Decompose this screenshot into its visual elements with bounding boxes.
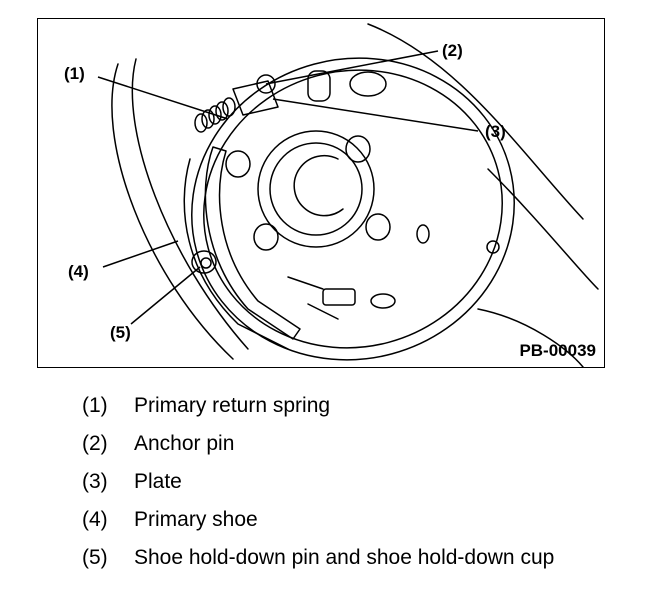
outer-arc-left: [111, 63, 234, 360]
backing-plate-inner: [203, 69, 503, 349]
backing-plate: [191, 57, 515, 361]
legend-number: (4): [82, 508, 108, 531]
legend-text: Plate: [134, 470, 182, 493]
outer-arc-right-3: [477, 308, 584, 367]
legend-item: (3) Plate: [82, 470, 554, 508]
anchor-pin: [256, 74, 276, 94]
adjuster-link: [287, 276, 339, 320]
anchor-plate: [232, 80, 279, 116]
legend-item: (1) Primary return spring: [82, 394, 554, 432]
slot-lower: [370, 293, 396, 309]
leader-line-4: [102, 240, 179, 268]
primary-shoe-lining: [183, 158, 289, 350]
legend-number: (3): [82, 470, 108, 493]
callout-5: (5): [110, 323, 131, 342]
hole-outer: [486, 240, 500, 254]
legend-item: (2) Anchor pin: [82, 432, 554, 470]
leader-line-5: [130, 266, 201, 325]
legend-text: Primary shoe: [134, 508, 258, 531]
callout-4: (4): [68, 262, 89, 281]
legend-item: (5) Shoe hold-down pin and shoe hold-dow…: [82, 546, 554, 584]
hub-middle: [269, 142, 363, 236]
hole-right: [416, 224, 430, 244]
figure-id: PB-00039: [519, 341, 596, 360]
callout-3: (3): [485, 122, 506, 141]
legend-text: Shoe hold-down pin and shoe hold-down cu…: [134, 546, 555, 569]
leader-line-3: [272, 98, 479, 132]
leader-line-1: [97, 76, 229, 120]
legend-item: (4) Primary shoe: [82, 508, 554, 546]
callout-2: (2): [442, 41, 463, 60]
leader-line-2: [265, 50, 439, 85]
legend-number: (5): [82, 546, 108, 569]
hub-inner-arc: [293, 154, 344, 217]
legend-text: Primary return spring: [134, 394, 331, 417]
primary-shoe: [204, 146, 301, 340]
hub-outer: [257, 130, 375, 248]
brake-assembly-drawing: [97, 23, 599, 367]
figure-frame: (1) (2) (3) (4) (5) PB-00039: [37, 18, 605, 368]
outer-arc-right: [367, 23, 584, 220]
legend: (1) Primary return spring (2) Anchor pin…: [82, 394, 554, 584]
hold-down-pin: [200, 257, 212, 269]
slot-upper: [349, 71, 387, 97]
legend-number: (1): [82, 394, 108, 417]
outer-arc-right-2: [487, 168, 599, 290]
adjuster: [322, 288, 356, 306]
hold-down-cup: [191, 250, 217, 274]
legend-text: Anchor pin: [134, 432, 235, 455]
outer-arc-left-2: [131, 58, 249, 350]
anchor-boss: [307, 70, 331, 102]
wheel-studs: [225, 135, 391, 251]
callout-1: (1): [64, 64, 85, 83]
return-spring-coils: [194, 97, 236, 133]
legend-number: (2): [82, 432, 108, 455]
